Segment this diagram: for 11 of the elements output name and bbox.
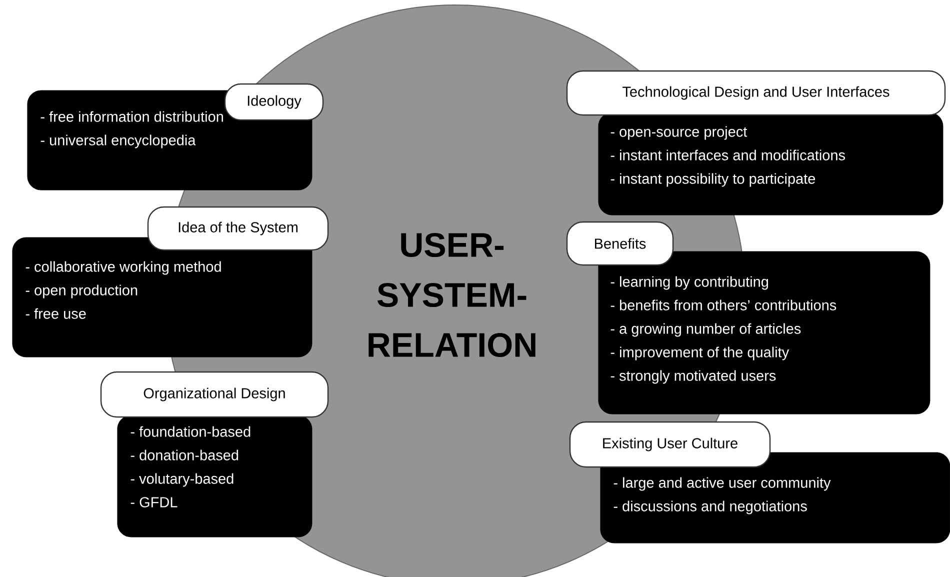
heading-pill: Idea of the System [147,206,329,251]
bullet-box: - large and active user community - discussions and negotiations [600,452,950,544]
bullet-box: - learning by contributing - benefits from others’ contributions - a growing number of articles - improvement of the quality - strongly motivated users [598,251,930,414]
heading-pill: Existing User Culture [569,421,771,468]
bullet-box: - foundation-based - donation-based - volutary-based - GFDL [117,415,312,538]
node-label: Technological Design and User Interfaces [622,86,890,100]
heading-pill: Benefits [566,221,674,266]
bullet-box: - open-source project - instant interfaces and modifications - instant possibility to participate [598,112,944,216]
heading-pill: Technological Design and User Interfaces [566,70,946,116]
heading-pill: Organizational Design [100,371,329,418]
bullet-box: - collaborative working method - open production - free use [12,237,312,358]
